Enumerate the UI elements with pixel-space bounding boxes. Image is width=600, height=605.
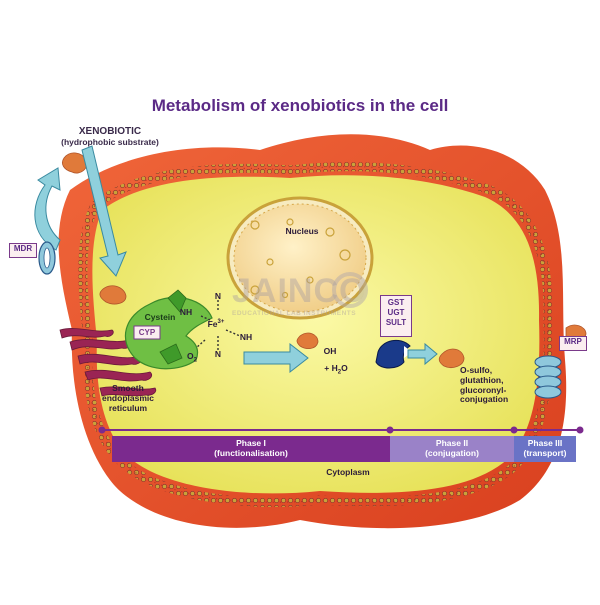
cyp-enzyme (124, 289, 213, 370)
phase-bar-3 (514, 436, 576, 462)
mdr-label: MDR (9, 243, 37, 258)
efflux-arrow (34, 167, 61, 251)
mdr-transporter (38, 241, 56, 275)
nh-top-label: NH (179, 307, 193, 317)
xenobiotic-label: XENOBIOTIC (78, 126, 142, 137)
mrp-transporter (534, 355, 562, 399)
phase-bar-2 (390, 436, 514, 462)
uptake-arrow (81, 145, 127, 277)
cyp-label: CYP (138, 328, 156, 337)
er-label: Smooth endoplasmic reticulum (102, 383, 154, 413)
conjugation-label: O-sulfo, glutathion, glucoronyl- conjuga… (460, 365, 509, 405)
watermark-subtext: EDUCATIONAL LAB INSTRUMENTS (232, 310, 357, 317)
water-label: + H2O (324, 363, 348, 376)
phase-2-label: Phase II (conjugation) (425, 438, 479, 459)
heme-bonds (195, 300, 241, 350)
watermark: JAINCO (232, 272, 367, 310)
oxygen-label: O2 (187, 351, 197, 364)
cytoplasm (92, 175, 540, 494)
cysteine-label: Cystein (144, 312, 176, 322)
cytoplasm-label: Cytoplasm (326, 467, 370, 477)
nucleus-label: Nucleus (285, 226, 319, 236)
nh-right-label: NH (239, 332, 253, 342)
phase-3-label: Phase III (transport) (523, 438, 567, 459)
conjugation-enzymes-box: GST UGT SULT (380, 295, 412, 337)
phase-bar-1 (112, 436, 390, 462)
n-bottom-label: N (214, 349, 222, 359)
smooth-er (59, 328, 157, 397)
conjugation-enzyme (375, 339, 412, 369)
phase-1-label: Phase I (functionalisation) (214, 438, 288, 459)
mrp-label: MRP (559, 336, 587, 351)
iron-label: Fe3+ (207, 318, 225, 329)
phase2-arrow (407, 342, 438, 366)
page-title: Metabolism of xenobiotics in the cell (151, 96, 449, 115)
xenobiotic-subtitle: (hydrophobic substrate) (61, 137, 159, 147)
watermark-ring (332, 272, 368, 308)
n-top-label: N (214, 291, 222, 301)
phase1-arrow (243, 342, 309, 374)
cell-membrane (78, 162, 553, 507)
hydroxyl-label: OH (323, 346, 337, 356)
